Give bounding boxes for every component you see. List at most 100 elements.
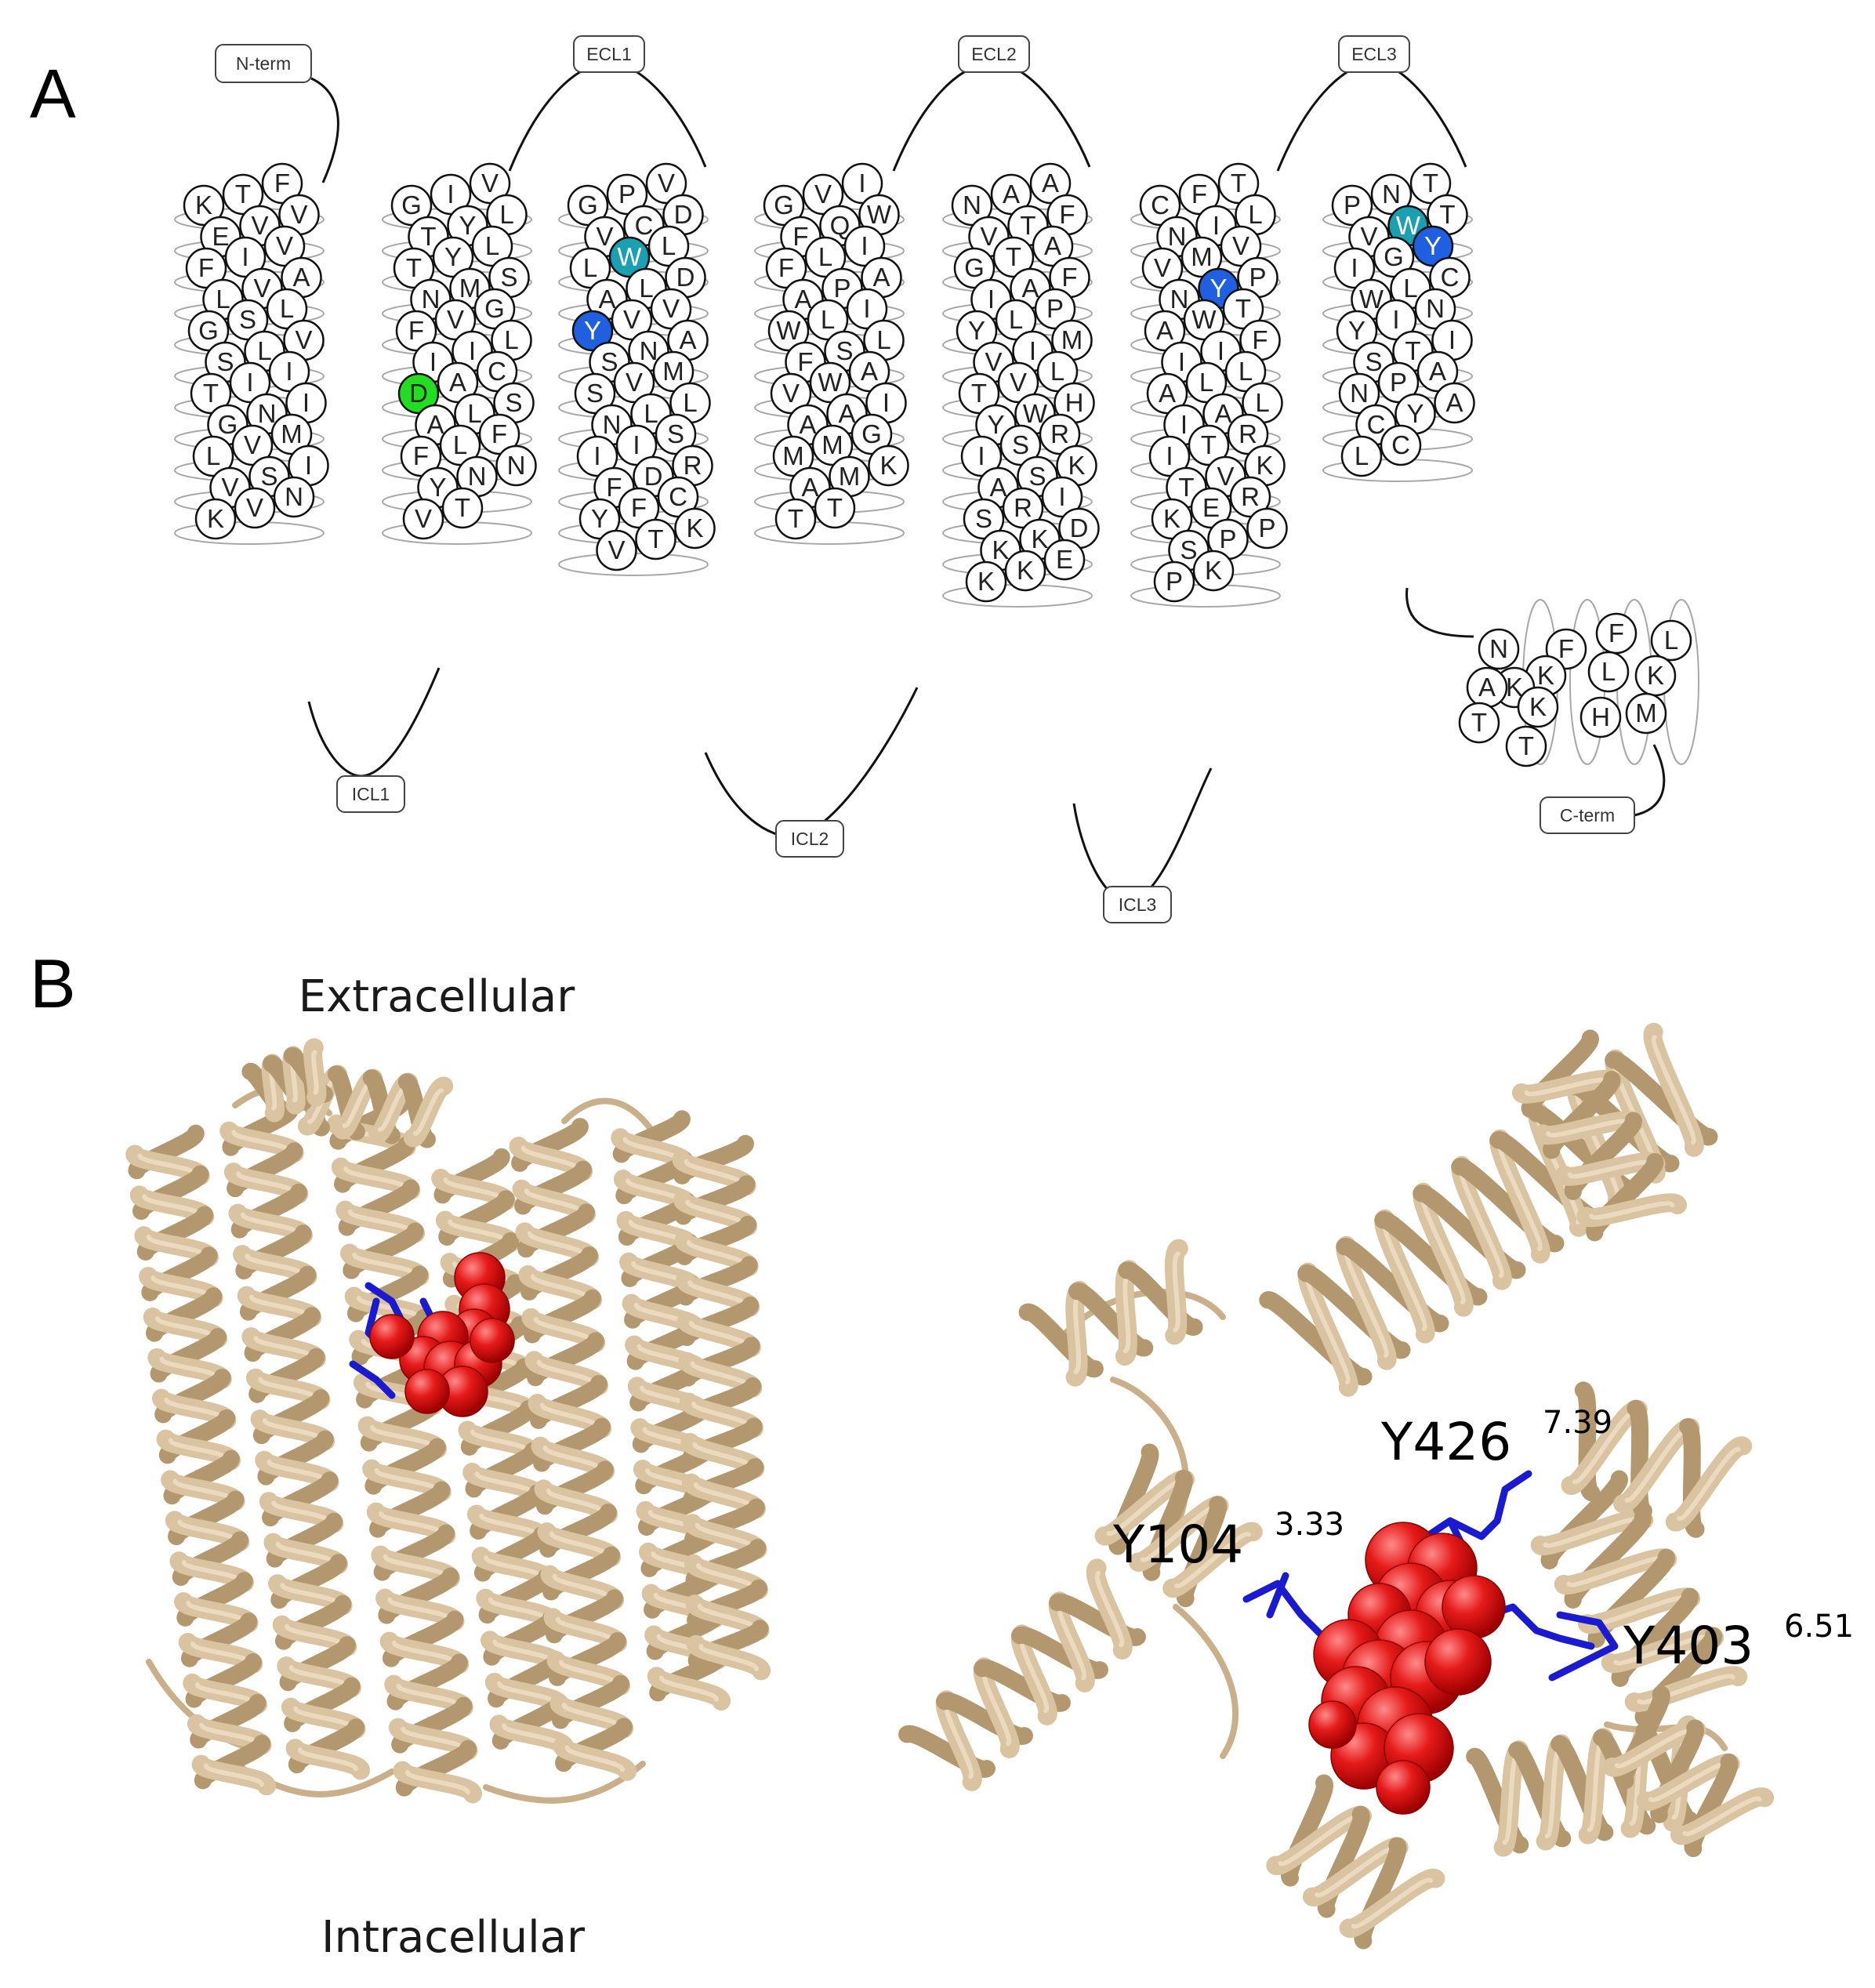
svg-text:Y: Y: [429, 473, 446, 502]
loop-label-ecl2: ECL2: [958, 35, 1030, 73]
svg-text:C: C: [1441, 263, 1460, 292]
svg-text:N: N: [1350, 379, 1369, 408]
loop-label-ecl3: ECL3: [1338, 35, 1410, 73]
svg-text:S: S: [216, 347, 234, 376]
loop-path: [1276, 61, 1467, 172]
svg-text:C: C: [635, 211, 654, 240]
svg-text:V: V: [1217, 462, 1234, 491]
residue-tm6-0: C: [1139, 184, 1181, 227]
loop-path: [704, 687, 919, 839]
helix-tm5-top: [1266, 1774, 1445, 1950]
residue-tm7-25: C: [1380, 424, 1422, 466]
loop-path: [508, 61, 707, 172]
svg-text:I: I: [1178, 347, 1185, 376]
coil-loop: [561, 1097, 654, 1132]
intracellular-label: Intracellular: [321, 1912, 586, 1963]
svg-text:L: L: [499, 200, 513, 229]
svg-text:V: V: [980, 222, 997, 251]
residue-tm3-0: G: [567, 184, 609, 227]
svg-text:R: R: [684, 451, 702, 480]
svg-text:T: T: [406, 253, 422, 282]
svg-text:G: G: [1384, 242, 1404, 271]
residue-tm5-5: F: [1046, 194, 1088, 236]
svg-text:L: L: [216, 285, 230, 314]
svg-text:Y: Y: [459, 211, 476, 240]
residue-tm6-8: V: [1220, 225, 1262, 267]
residue-tm1-30: K: [194, 498, 237, 540]
residue-tm3-33: V: [596, 529, 637, 571]
svg-text:P: P: [618, 180, 636, 209]
svg-text:E: E: [212, 222, 229, 251]
svg-text:G: G: [774, 190, 794, 219]
coil-loop: [1173, 1604, 1239, 1759]
residue-tm2-17: L: [491, 319, 532, 361]
residue-tm2-18: D: [397, 372, 440, 415]
loop-label-icl3: ICL3: [1103, 886, 1172, 923]
svg-text:V: V: [662, 294, 680, 323]
residue-tm7-5: T: [1427, 194, 1468, 236]
svg-text:L: L: [644, 399, 658, 428]
svg-text:T: T: [971, 379, 987, 408]
svg-text:N: N: [258, 399, 277, 428]
helix-tm2-top: [1018, 1239, 1203, 1387]
svg-text:D: D: [676, 263, 695, 292]
residue-tm3-14: V: [650, 288, 692, 330]
residue-tm6-25: T: [1188, 424, 1230, 466]
svg-text:F: F: [792, 222, 808, 251]
svg-text:S: S: [1012, 430, 1029, 459]
svg-text:L: L: [1009, 305, 1023, 334]
svg-text:A: A: [1042, 169, 1059, 198]
svg-text:H: H: [1065, 388, 1084, 417]
svg-text:T: T: [647, 524, 663, 553]
svg-text:I: I: [305, 451, 312, 480]
svg-text:F: F: [1608, 619, 1624, 648]
svg-text:Y: Y: [444, 242, 462, 271]
residue-tm3-20: M: [652, 350, 695, 393]
svg-text:L: L: [1403, 274, 1417, 303]
svg-text:I: I: [858, 169, 865, 198]
svg-text:V: V: [276, 231, 293, 260]
svg-text:S: S: [505, 388, 522, 417]
svg-text:F: F: [198, 253, 214, 282]
residue-tm5-32: I: [1041, 476, 1083, 518]
residue-tm5-23: H: [1054, 382, 1095, 424]
residue-tm3-25: I: [615, 424, 658, 466]
residue-tm4-6: F: [765, 247, 807, 289]
svg-text:A: A: [1159, 379, 1176, 408]
residue-tm2-14: G: [473, 288, 516, 330]
svg-text:T: T: [1020, 211, 1035, 240]
loop-path: [310, 77, 339, 183]
svg-text:K: K: [1068, 451, 1085, 480]
svg-text:R: R: [1050, 419, 1069, 448]
residue-tm5-8: A: [1032, 225, 1074, 267]
svg-text:A: A: [1478, 673, 1496, 702]
residue-tm5-11: F: [1049, 256, 1090, 299]
svg-text:D: D: [644, 462, 663, 491]
svg-text:M: M: [821, 430, 843, 459]
residue-tm5-19: V: [997, 361, 1039, 404]
svg-text:T: T: [788, 504, 803, 533]
svg-text:T: T: [1518, 731, 1534, 760]
svg-text:K: K: [1256, 451, 1273, 480]
svg-text:K: K: [1647, 661, 1664, 690]
residue-tm7-19: P: [1377, 361, 1420, 404]
residue-tm5-7: T: [992, 236, 1035, 278]
svg-text:N: N: [963, 190, 981, 219]
residue-tm4-11: A: [861, 256, 902, 299]
svg-text:P: P: [1046, 294, 1064, 323]
svg-text:A: A: [1445, 388, 1463, 417]
residue-h8-8: A: [1466, 666, 1508, 709]
svg-text:T: T: [1471, 708, 1487, 737]
loop-path: [1072, 767, 1213, 903]
svg-text:V: V: [244, 430, 261, 459]
svg-text:T: T: [1231, 169, 1246, 198]
loop-label-box: [215, 44, 312, 83]
residue-tm4-8: I: [843, 225, 886, 267]
svg-text:L: L: [485, 231, 499, 260]
residue-tm3-17: A: [667, 319, 709, 361]
svg-text:V: V: [221, 473, 238, 502]
residue-tm4-5: W: [858, 194, 900, 236]
svg-text:A: A: [1156, 316, 1173, 345]
residue-tm7-24: L: [1340, 435, 1383, 477]
